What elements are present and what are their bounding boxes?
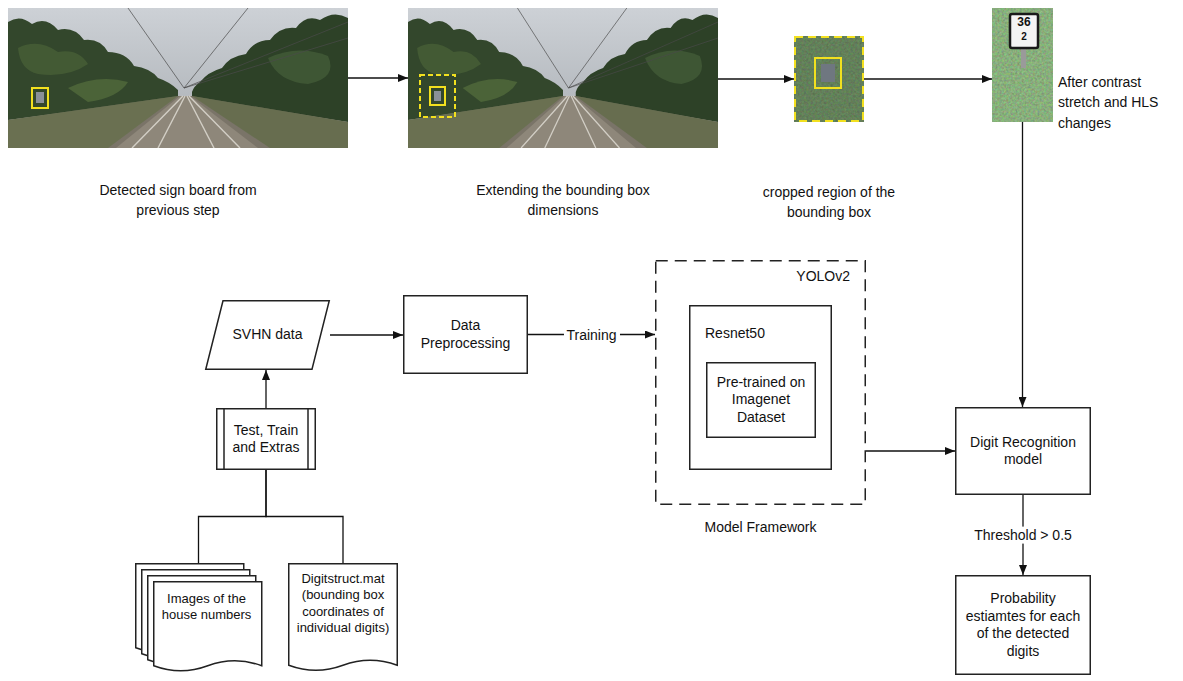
process-box: Probability estiamtes for each of the de…	[955, 575, 1091, 675]
node-label: Images of the house numbers	[157, 591, 256, 624]
node-label: Digitstruct.mat (bounding box coordinate…	[294, 571, 392, 636]
photo-panel: Extending the bounding box dimensions	[408, 8, 718, 148]
node-label: SVHN data	[227, 326, 308, 344]
photo-caption: After contrast stretch and HLS changes	[1058, 72, 1176, 133]
photo-caption: Detected sign board from previous step	[83, 180, 273, 221]
model-box: Resnet50Pre-trained on Imagenet Dataset	[689, 305, 832, 470]
connector-arrow	[1022, 122, 1023, 407]
photo-panel: Detected sign board from previous step	[8, 8, 348, 148]
sign-digit: 36	[1010, 15, 1038, 29]
data-parallelogram: SVHN data	[205, 300, 330, 370]
node-label: Test, Train and Extras	[230, 422, 302, 457]
sign-digit: 2	[1010, 31, 1038, 43]
photo-cropped	[794, 36, 864, 122]
graphic-part	[434, 91, 441, 101]
graphic-part	[1010, 14, 1038, 48]
text-wrap: Data Preprocessing	[409, 317, 522, 352]
node-label: Pre-trained on Imagenet Dataset	[710, 374, 812, 427]
graphic-part	[992, 8, 1053, 122]
graphic-part	[36, 92, 44, 103]
shape-outline	[707, 363, 816, 438]
graphic-part	[430, 87, 445, 105]
graphic-part	[408, 8, 718, 148]
shape-outline	[154, 582, 262, 671]
process-box: Data Preprocessing	[403, 295, 528, 374]
graphic-part	[795, 37, 863, 121]
connector-arrow	[718, 78, 794, 79]
photo-caption: Extending the bounding box dimensions	[468, 180, 658, 221]
node-label: Data Preprocessing	[409, 317, 522, 352]
shape-outline	[956, 408, 1091, 495]
process-box: Digit Recognition model	[955, 407, 1091, 495]
shape-outline	[217, 409, 316, 470]
text-wrap: Test, Train and Extras	[230, 422, 302, 457]
text-wrap: Probability estiamtes for each of the de…	[961, 590, 1085, 660]
graphic-part	[420, 75, 455, 117]
shape-outline	[690, 306, 832, 470]
graphic-part	[815, 58, 841, 88]
text-wrap: Pre-trained on Imagenet Dataset	[710, 374, 812, 427]
edge-label: Training	[563, 326, 619, 343]
shape-outline	[206, 301, 330, 370]
text-wrap: Digit Recognition model	[961, 434, 1085, 469]
text-wrap: SVHN data	[227, 326, 308, 344]
predefined-process: Test, Train and Extras	[216, 408, 316, 470]
document-stack: Images of the house numbers	[135, 563, 262, 676]
shape-outline	[307, 409, 309, 470]
shape-outline	[223, 409, 225, 470]
graphic-part	[8, 8, 348, 148]
photo-enhanced	[992, 8, 1053, 122]
framework-group: YOLOv2Model FrameworkResnet50Pre-trained…	[655, 260, 866, 505]
graphic-part	[32, 88, 48, 108]
connector-arrow	[266, 470, 343, 563]
graphic-part	[1021, 48, 1026, 68]
connector-arrow	[864, 78, 992, 79]
connector-arrow	[265, 370, 266, 408]
shape-outline	[289, 564, 398, 671]
shape-outline	[656, 261, 866, 505]
process-box: Pre-trained on Imagenet Dataset	[706, 362, 816, 438]
connector-arrow	[199, 470, 267, 563]
group-caption: Model Framework	[655, 517, 866, 537]
shape-outline	[404, 296, 528, 374]
connector-arrow	[330, 334, 403, 335]
connector-arrow	[348, 77, 408, 78]
node-label: Digit Recognition model	[961, 434, 1085, 469]
edge-label: Threshold > 0.5	[971, 527, 1075, 544]
graphic-part	[821, 64, 835, 82]
connector-arrow	[866, 450, 955, 451]
text-wrap: Digitstruct.mat (bounding box coordinate…	[294, 571, 392, 636]
photo-extended	[408, 8, 718, 148]
document-shape: Digitstruct.mat (bounding box coordinate…	[288, 563, 398, 676]
photo-detected	[8, 8, 348, 148]
group-title: YOLOv2	[796, 266, 850, 286]
graphic-part	[794, 36, 864, 122]
model-title: Resnet50	[705, 323, 765, 343]
shape-outline	[956, 576, 1091, 675]
node-label: Probability estiamtes for each of the de…	[961, 590, 1085, 660]
photo-panel: cropped region of the bounding box	[794, 36, 864, 122]
photo-caption: cropped region of the bounding box	[749, 182, 909, 223]
graphic-part	[794, 36, 864, 122]
text-wrap: Images of the house numbers	[157, 591, 256, 624]
